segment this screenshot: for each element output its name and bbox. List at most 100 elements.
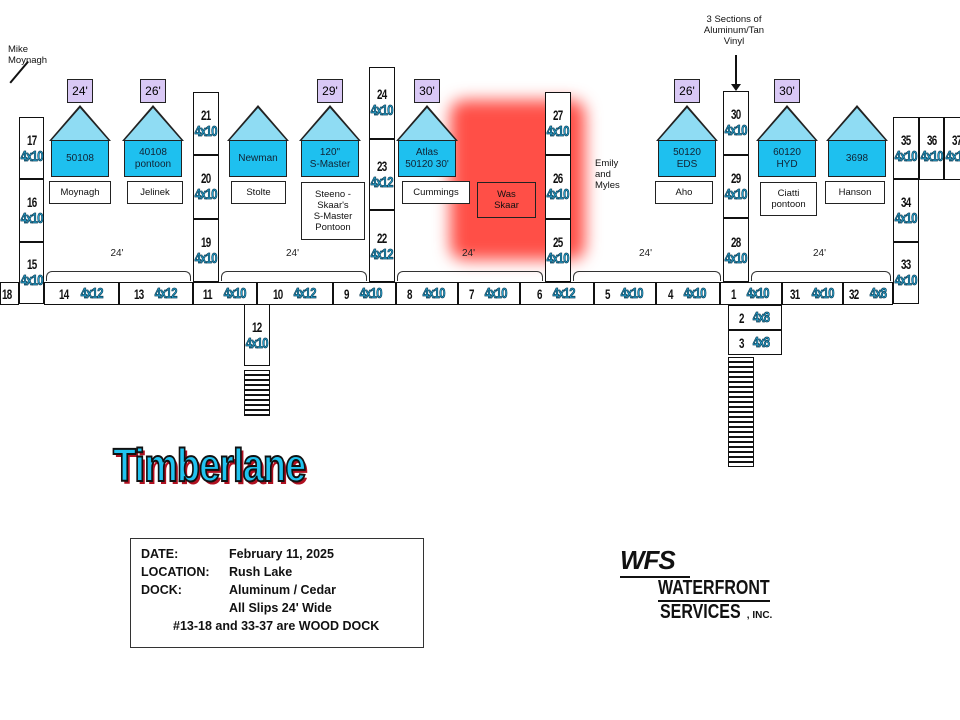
section-size: 4x10 bbox=[894, 147, 918, 165]
section-number: 34 bbox=[901, 193, 911, 210]
section-size: 4x10 bbox=[422, 285, 445, 303]
slip-brace bbox=[397, 271, 543, 281]
boat-length-tag: 26' bbox=[674, 79, 700, 103]
owner-label: Was Skaar bbox=[477, 182, 536, 218]
section-size: 4x10 bbox=[194, 123, 218, 141]
boatlift-label: 50108 bbox=[51, 140, 109, 177]
section-size: 4x10 bbox=[20, 209, 43, 228]
section-size: 4x10 bbox=[894, 272, 918, 290]
section-number: 19 bbox=[201, 233, 211, 250]
section-number: 36 bbox=[926, 132, 937, 148]
section-size: 4x10 bbox=[484, 285, 507, 303]
section-size: 4x10 bbox=[20, 272, 43, 290]
owner-label: Hanson bbox=[825, 181, 885, 204]
section-size: 4x10 bbox=[194, 249, 218, 267]
boat-length-tag: 26' bbox=[140, 79, 166, 103]
section-number: 14 bbox=[59, 285, 69, 302]
section-number: 21 bbox=[201, 107, 211, 124]
walkway-section: 14 4x12 bbox=[44, 282, 119, 305]
location-value: Rush Lake bbox=[229, 565, 293, 579]
slips-note: All Slips 24' Wide bbox=[229, 601, 332, 615]
section-number: 17 bbox=[26, 131, 37, 148]
section-size: 4x10 bbox=[370, 102, 394, 120]
boatlift-label: Newman bbox=[229, 140, 287, 177]
note-mike: Mike Moynagh bbox=[8, 44, 47, 66]
section-number: 23 bbox=[377, 157, 387, 174]
boatlift-label: 60120 HYD bbox=[758, 140, 816, 177]
slip-width-label: 24' bbox=[813, 248, 827, 259]
section-number: 37 bbox=[951, 132, 960, 148]
section-number: 33 bbox=[901, 256, 911, 273]
date-label: DATE: bbox=[141, 547, 179, 561]
section-number: 22 bbox=[377, 229, 387, 246]
section-size: 4x12 bbox=[80, 285, 103, 303]
section-size: 4x10 bbox=[894, 209, 918, 228]
note-emily: Emily and Myles bbox=[595, 158, 620, 191]
slip-width-label: 24' bbox=[639, 248, 653, 259]
boat-length-tag: 30' bbox=[414, 79, 440, 103]
section-size: 4x10 bbox=[359, 285, 383, 303]
dock-label: DOCK: bbox=[141, 583, 182, 597]
section-number: 31 bbox=[790, 285, 800, 302]
section-number: 6 bbox=[536, 285, 542, 302]
stairs-icon bbox=[244, 370, 270, 416]
owner-label: Aho bbox=[655, 181, 713, 204]
slip-brace bbox=[221, 271, 367, 281]
logo-line2: SERVICES bbox=[660, 601, 741, 623]
section-number: 15 bbox=[26, 256, 37, 273]
logo-abbr: WFS bbox=[620, 545, 690, 578]
company-logo: WFS WATERFRONT SERVICES , INC. bbox=[620, 545, 772, 623]
boatlift-roof-icon bbox=[398, 108, 456, 141]
logo-line1: WATERFRONT bbox=[658, 577, 770, 602]
arrowhead-icon bbox=[731, 84, 741, 91]
section-number: 3 bbox=[738, 334, 744, 351]
section-number: 2 bbox=[738, 309, 744, 326]
owner-label: Steeno - Skaar's S-Master Pontoon bbox=[301, 182, 365, 240]
walkway-section: 18 bbox=[0, 282, 19, 305]
owner-label: Jelinek bbox=[127, 181, 183, 204]
boatlift-label: 40108 pontoon bbox=[124, 140, 182, 177]
section-size: 4x10 bbox=[724, 249, 748, 267]
slip-brace bbox=[751, 271, 891, 281]
logo-suffix: , INC. bbox=[746, 610, 773, 621]
boatlift-label: Atlas 50120 30' bbox=[398, 140, 456, 177]
finger-section: 374x10 bbox=[944, 117, 960, 180]
boatlift-roof-icon bbox=[301, 108, 359, 141]
location-label: LOCATION: bbox=[141, 565, 210, 579]
slip-brace bbox=[46, 271, 191, 281]
section-number: 27 bbox=[553, 107, 563, 124]
section-number: 29 bbox=[731, 169, 741, 186]
section-size: 4x12 bbox=[552, 285, 575, 303]
section-size: 4x8 bbox=[753, 334, 771, 352]
owner-label: Ciatti pontoon bbox=[760, 182, 817, 216]
boatlift-label: 50120 EDS bbox=[658, 140, 716, 177]
site-title: Timberlane bbox=[112, 438, 307, 492]
section-size: 4x10 bbox=[20, 147, 43, 165]
boatlift-roof-icon bbox=[229, 108, 287, 141]
slip-brace bbox=[573, 271, 721, 281]
boatlift-roof-icon bbox=[51, 108, 109, 141]
section-number: 10 bbox=[272, 285, 283, 302]
arrow-icon bbox=[735, 55, 737, 87]
